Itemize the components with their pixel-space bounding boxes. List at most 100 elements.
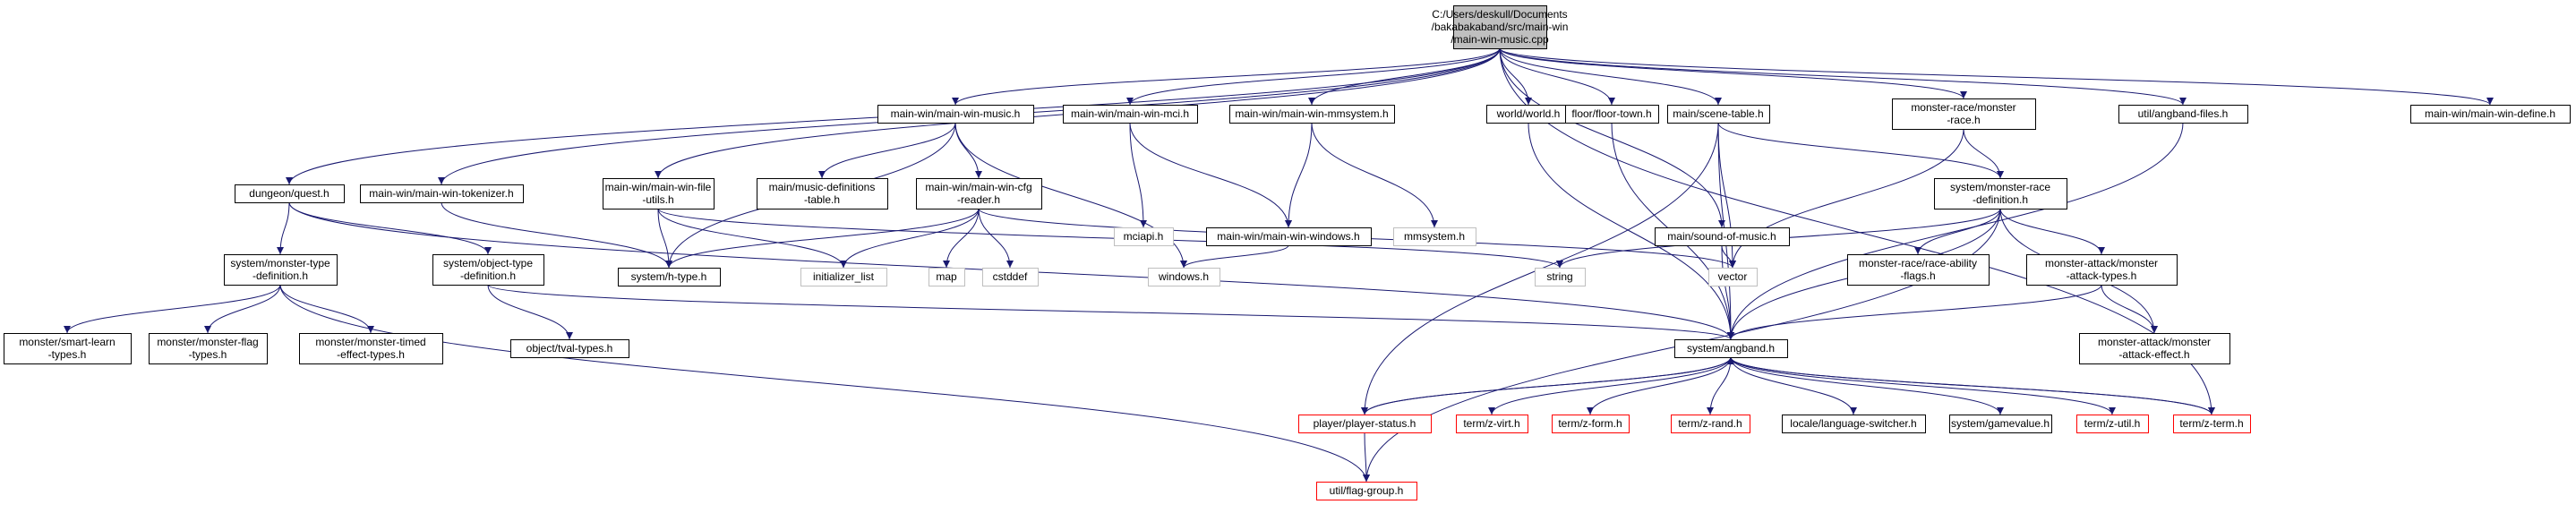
node-smartlearn[interactable]: monster/smart-learn-types.h [4, 333, 132, 364]
node-label: system/monster-type [230, 257, 330, 269]
node-label: monster/monster-flag [157, 336, 258, 348]
node-box [1671, 415, 1750, 433]
node-monrace[interactable]: monster-race/monster-race.h [1892, 98, 2036, 130]
node-root: C:/Users/deskull/Documents/bakabakaband/… [1432, 5, 1568, 49]
edge-angbandh-to-zutil [1730, 356, 2116, 415]
node-box [1535, 268, 1586, 286]
node-label: system/angband.h [1687, 342, 1775, 355]
node-htype[interactable]: system/h-type.h [618, 268, 721, 286]
node-label: main/sound-of-music.h [1667, 230, 1776, 243]
edge-soundmusic-to-angbandh [1721, 244, 1734, 340]
node-box [432, 254, 544, 286]
node-cfgreader[interactable]: main-win/main-win-cfg-reader.h [916, 178, 1042, 209]
node-fileutils[interactable]: main-win/main-win-file-utils.h [603, 178, 715, 209]
node-box [149, 333, 268, 364]
edge-root-to-scenetable [1499, 47, 1722, 106]
node-label: -definition.h [1973, 193, 2028, 206]
node-initlist: initializer_list [800, 268, 887, 286]
node-world[interactable]: world/world.h [1486, 105, 1571, 124]
node-label: term/z-form.h [1558, 417, 1622, 430]
edge-fileutils-to-string [657, 208, 1563, 269]
node-mmsystem[interactable]: main-win/main-win-mmsystem.h [1229, 105, 1395, 124]
node-flaggroup[interactable]: util/flag-group.h [1316, 482, 1417, 500]
node-scenetable[interactable]: main/scene-table.h [1667, 105, 1770, 124]
node-quest[interactable]: dungeon/quest.h [235, 184, 345, 203]
edge-music-to-musicdef [818, 122, 956, 179]
node-label: -definition.h [252, 269, 308, 282]
edge-angbandh-to-zform [1587, 356, 1732, 415]
node-label: main-win/main-win-tokenizer.h [369, 187, 513, 200]
node-box [1552, 415, 1630, 433]
node-box [1393, 227, 1476, 246]
node-soundmusic[interactable]: main/sound-of-music.h [1655, 227, 1790, 246]
edge-montypedef-to-flaggroup [279, 284, 1370, 483]
node-label: monster-attack/monster [2098, 336, 2211, 348]
node-playerstatus[interactable]: player/player-status.h [1298, 415, 1432, 433]
node-attackeffect[interactable]: monster-attack/monster-attack-effect.h [2079, 333, 2230, 364]
edge-root-to-soundmusic [1499, 47, 1725, 228]
edge-angfiles-to-angbandh [1727, 122, 2184, 340]
node-box [1298, 415, 1432, 433]
edge-cfgreader-to-htype [665, 208, 980, 269]
node-box [2026, 254, 2178, 286]
node-label: util/flag-group.h [1330, 484, 1404, 497]
node-zterm[interactable]: term/z-term.h [2173, 415, 2251, 433]
node-angbandh[interactable]: system/angband.h [1674, 339, 1788, 358]
node-box [929, 268, 965, 286]
node-box [2118, 105, 2248, 124]
edge-root-to-mci [1126, 47, 1501, 106]
node-zvirt[interactable]: term/z-virt.h [1456, 415, 1528, 433]
node-box [1674, 339, 1788, 358]
node-music[interactable]: main-win/main-win-music.h [877, 105, 1034, 124]
node-box [1847, 254, 1990, 286]
edge-fileutils-to-initlist [657, 208, 847, 269]
node-label: -types.h [48, 348, 87, 361]
node-angfiles[interactable]: util/angband-files.h [2118, 105, 2248, 124]
node-montypedef[interactable]: system/monster-type-definition.h [224, 254, 338, 286]
node-zrand[interactable]: term/z-rand.h [1671, 415, 1750, 433]
node-label: monster/smart-learn [19, 336, 115, 348]
node-vector: vector [1708, 268, 1758, 286]
node-layer: C:/Users/deskull/Documents/bakabakaband/… [4, 5, 2571, 500]
node-label: term/z-term.h [2179, 417, 2243, 430]
node-label: term/z-virt.h [1463, 417, 1519, 430]
edge-montypedef-to-smartlearn [64, 284, 281, 334]
edge-attacktypes-to-attackeffect [2101, 284, 2158, 334]
node-label: monster/monster-timed [315, 336, 425, 348]
node-gamevalue[interactable]: system/gamevalue.h [1949, 415, 2052, 433]
node-monracedef[interactable]: system/monster-race-definition.h [1934, 178, 2067, 209]
node-label: main/scene-table.h [1673, 107, 1763, 120]
node-tvaltypes[interactable]: object/tval-types.h [510, 339, 629, 358]
node-winwindows[interactable]: main-win/main-win-windows.h [1206, 227, 1372, 246]
edge-attacktypes-to-angbandh [1727, 284, 2102, 340]
node-label: cstddef [993, 270, 1028, 283]
node-floortown[interactable]: floor/floor-town.h [1565, 105, 1659, 124]
node-attacktypes[interactable]: monster-attack/monster-attack-types.h [2026, 254, 2178, 286]
edge-mmsystem-to-mmsystemh [1311, 122, 1438, 228]
node-box [1892, 98, 2036, 130]
node-mci[interactable]: main-win/main-win-mci.h [1063, 105, 1198, 124]
node-zutil[interactable]: term/z-util.h [2076, 415, 2149, 433]
node-windefine[interactable]: main-win/main-win-define.h [2410, 105, 2571, 124]
node-label: mciapi.h [1124, 230, 1164, 243]
node-zform[interactable]: term/z-form.h [1552, 415, 1630, 433]
node-monflag[interactable]: monster/monster-flag-types.h [149, 333, 268, 364]
edge-quest-to-montypedef [277, 201, 290, 255]
node-label: term/z-rand.h [1678, 417, 1742, 430]
node-box [510, 339, 629, 358]
node-box [603, 178, 715, 209]
node-box [618, 268, 721, 286]
edge-monracedef-to-attacktypes [1999, 208, 2105, 255]
edge-montypedef-to-monflag [204, 284, 281, 334]
edge-tokenizer-to-htype [441, 201, 672, 269]
node-label: -flags.h [1900, 269, 1935, 282]
node-label: monster-race/race-ability [1859, 257, 1977, 269]
node-raceability[interactable]: monster-race/race-ability-flags.h [1847, 254, 1990, 286]
node-tokenizer[interactable]: main-win/main-win-tokenizer.h [360, 184, 524, 203]
node-langswitch[interactable]: locale/language-switcher.h [1782, 415, 1926, 433]
node-objtypedef[interactable]: system/object-type-definition.h [432, 254, 544, 286]
node-label: -table.h [804, 193, 840, 206]
node-montimed[interactable]: monster/monster-timed-effect-types.h [299, 333, 443, 364]
node-box [1456, 415, 1528, 433]
node-musicdef[interactable]: main/music-definitions-table.h [757, 178, 888, 209]
